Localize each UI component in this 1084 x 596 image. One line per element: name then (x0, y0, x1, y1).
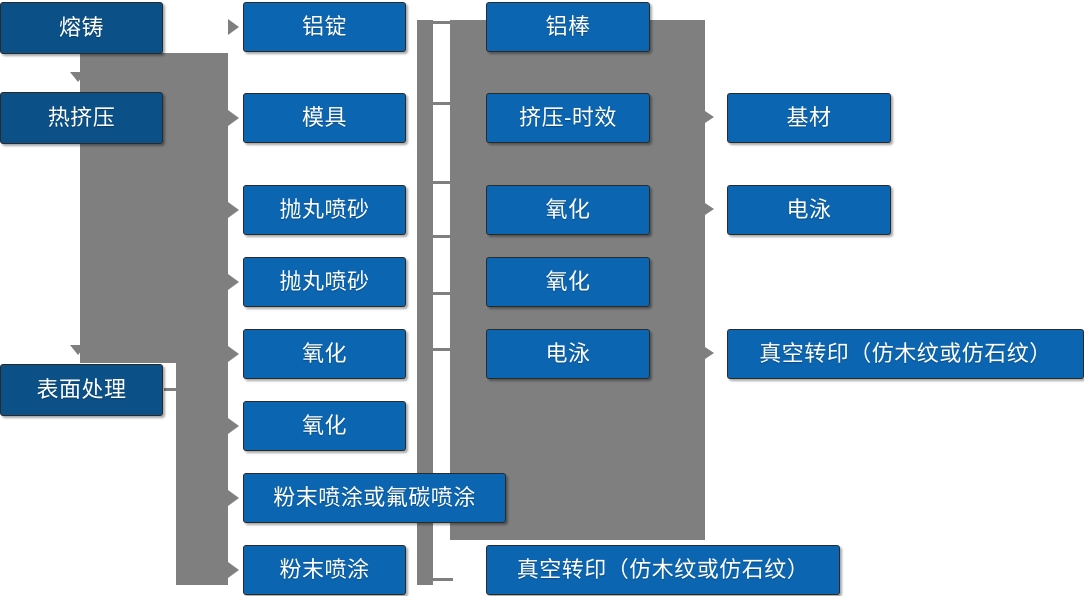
node-oxidation-col2-2[interactable]: 氧化 (243, 401, 406, 451)
arrow-down-stage2-stage3 (70, 345, 86, 355)
node-powder-or-fluorocarbon-coating[interactable]: 粉末喷涂或氟碳喷涂 (243, 473, 506, 523)
connector-trunk-lower (176, 363, 228, 585)
node-vacuum-transfer-col3[interactable]: 真空转印（仿木纹或仿石纹） (486, 545, 840, 595)
node-stage-surface-treatment[interactable]: 表面处理 (0, 364, 163, 416)
arrow-to-c4 (228, 274, 239, 290)
tie-3 (433, 181, 453, 184)
tie-6 (433, 348, 453, 351)
arrow-to-e1 (705, 111, 714, 123)
tie-1 (433, 21, 453, 24)
node-stage-hot-extrusion[interactable]: 热挤压 (0, 92, 163, 144)
node-aluminum-ingot[interactable]: 铝锭 (243, 2, 406, 52)
arrow-to-c7 (228, 490, 239, 506)
node-shot-blasting-1[interactable]: 抛丸喷砂 (243, 185, 406, 235)
tie-2 (433, 102, 453, 105)
node-shot-blasting-2[interactable]: 抛丸喷砂 (243, 257, 406, 307)
node-base-material[interactable]: 基材 (727, 93, 891, 143)
arrow-to-c1 (228, 19, 239, 35)
arrow-to-c5 (228, 346, 239, 362)
arrow-to-c3 (228, 202, 239, 218)
arrow-to-c6 (228, 418, 239, 434)
connector-bus-narrow (417, 20, 433, 585)
node-extrusion-aging[interactable]: 挤压-时效 (486, 93, 650, 143)
node-electrophoresis-output[interactable]: 电泳 (727, 185, 891, 235)
node-powder-coating[interactable]: 粉末喷涂 (243, 545, 406, 595)
arrow-to-e3 (705, 347, 714, 359)
tie-4 (433, 235, 453, 238)
node-stage-melting[interactable]: 熔铸 (0, 2, 163, 54)
tie-7 (433, 578, 453, 581)
node-oxidation-col3-1[interactable]: 氧化 (486, 185, 650, 235)
connector-stage3-stub (164, 388, 180, 391)
arrow-down-stage1-stage2 (70, 72, 86, 82)
node-electrophoresis-col3[interactable]: 电泳 (486, 329, 650, 379)
arrow-to-e2 (705, 203, 714, 215)
node-aluminum-bar[interactable]: 铝棒 (486, 2, 650, 52)
node-oxidation-col2-1[interactable]: 氧化 (243, 329, 406, 379)
arrow-to-c2 (228, 110, 239, 126)
node-mold[interactable]: 模具 (243, 93, 406, 143)
node-oxidation-col3-2[interactable]: 氧化 (486, 257, 650, 307)
tie-5 (433, 292, 453, 295)
node-vacuum-transfer-output[interactable]: 真空转印（仿木纹或仿石纹） (727, 329, 1084, 379)
arrow-to-c8 (228, 562, 239, 578)
